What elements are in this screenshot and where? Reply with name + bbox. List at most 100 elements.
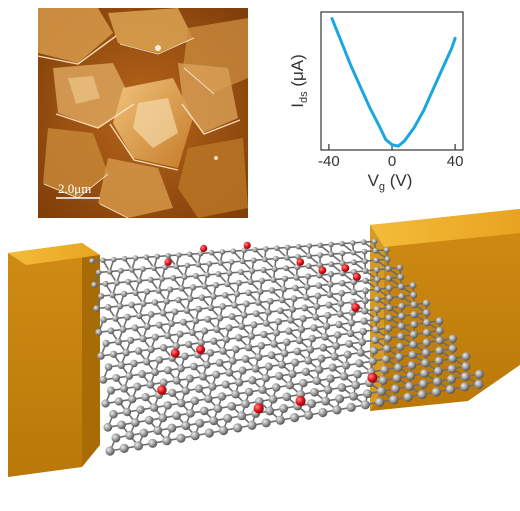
- carbon-atom: [197, 339, 205, 347]
- carbon-atom: [435, 346, 444, 355]
- carbon-atom: [460, 382, 470, 392]
- carbon-atom: [186, 408, 195, 418]
- carbon-atom: [448, 344, 457, 353]
- carbon-atom: [288, 369, 297, 379]
- afm-image: [38, 8, 248, 218]
- carbon-atom: [233, 290, 241, 298]
- carbon-atom: [275, 415, 285, 425]
- carbon-atom: [378, 376, 388, 385]
- carbon-atom: [422, 328, 431, 337]
- carbon-atom: [422, 299, 430, 307]
- carbon-atom: [247, 278, 254, 286]
- carbon-atom: [359, 327, 368, 336]
- carbon-atom: [322, 322, 331, 330]
- x-axis-label: Vg (V): [368, 171, 413, 193]
- carbon-atom: [381, 354, 391, 364]
- carbon-atom: [317, 252, 324, 259]
- carbon-atom: [270, 340, 278, 348]
- carbon-atom: [154, 253, 160, 260]
- oxygen-atoms: [157, 241, 378, 414]
- carbon-atom: [422, 338, 431, 347]
- carbon-atom: [230, 248, 237, 254]
- carbon-atom: [204, 315, 212, 323]
- carbon-atom: [224, 280, 231, 288]
- carbon-atom: [361, 248, 368, 255]
- carbon-atom: [350, 249, 357, 256]
- carbon-atom: [170, 274, 177, 281]
- carbon-atom: [195, 305, 203, 313]
- carbon-atom: [360, 400, 370, 410]
- carbon-atom: [332, 341, 341, 350]
- carbon-atom: [102, 339, 110, 347]
- carbon-atom: [433, 366, 443, 376]
- carbon-atom: [252, 310, 260, 318]
- carbon-atom: [128, 266, 135, 273]
- carbon-atom: [198, 372, 208, 381]
- carbon-atom: [102, 280, 109, 287]
- carbon-atom: [91, 281, 98, 288]
- carbon-atom: [162, 436, 172, 446]
- carbon-atom: [124, 313, 131, 321]
- carbon-atom: [272, 329, 281, 337]
- carbon-atom: [204, 271, 211, 278]
- carbon-atom: [373, 295, 381, 303]
- carbon-atom: [202, 360, 211, 369]
- carbon-atom: [231, 301, 238, 309]
- carbon-atom: [380, 365, 389, 374]
- carbon-atom: [355, 359, 364, 368]
- carbon-atom: [233, 423, 243, 433]
- carbon-atom: [206, 260, 213, 267]
- carbon-atom: [109, 410, 118, 419]
- carbon-atom: [306, 253, 313, 259]
- carbon-atom: [295, 243, 302, 250]
- carbon-atom: [132, 289, 139, 296]
- carbon-atom: [111, 433, 121, 443]
- carbon-atom: [173, 263, 180, 270]
- carbon-atom: [147, 345, 155, 354]
- carbon-atom: [431, 387, 441, 397]
- carbon-atom: [307, 399, 317, 409]
- carbon-atom: [245, 289, 252, 297]
- carbon-atom: [371, 238, 378, 245]
- carbon-atom: [396, 264, 404, 271]
- carbon-atom: [183, 307, 191, 314]
- carbon-atom: [349, 391, 358, 401]
- carbon-atom: [142, 357, 151, 366]
- carbon-atom: [326, 374, 335, 383]
- carbon-atom: [299, 315, 307, 323]
- carbon-atom: [120, 384, 129, 393]
- oxygen-atom: [296, 258, 305, 266]
- carbon-atom: [339, 372, 349, 381]
- carbon-atom: [237, 411, 247, 421]
- carbon-atom: [158, 275, 165, 282]
- carbon-atom: [282, 392, 292, 402]
- carbon-atom: [372, 247, 379, 254]
- carbon-atom: [190, 396, 200, 406]
- carbon-atom: [311, 313, 320, 321]
- oxygen-atom: [164, 258, 172, 266]
- carbon-atom: [397, 322, 406, 331]
- carbon-atom: [405, 381, 414, 391]
- carbon-atom: [106, 268, 113, 275]
- plot-frame: [320, 11, 464, 151]
- carbon-atom: [385, 284, 393, 292]
- carbon-atom: [261, 373, 270, 383]
- oxygen-atom: [318, 266, 327, 275]
- carbon-atom: [181, 273, 188, 280]
- carbon-atom: [368, 357, 377, 366]
- carbon-atom: [140, 300, 147, 307]
- carbon-atom: [155, 287, 162, 294]
- carbon-atom: [164, 332, 172, 340]
- carbon-atom: [151, 265, 157, 272]
- carbon-atom: [264, 362, 273, 371]
- carbon-atom: [204, 428, 214, 438]
- carbon-atom: [151, 299, 159, 306]
- carbon-atom: [328, 251, 335, 258]
- oxygen-atom: [253, 403, 264, 414]
- carbon-atom: [255, 299, 262, 306]
- carbon-atom: [363, 389, 372, 399]
- carbon-atom: [219, 249, 226, 255]
- carbon-atom: [258, 385, 267, 395]
- carbon-atom: [271, 266, 278, 273]
- carbon-atom: [133, 441, 143, 451]
